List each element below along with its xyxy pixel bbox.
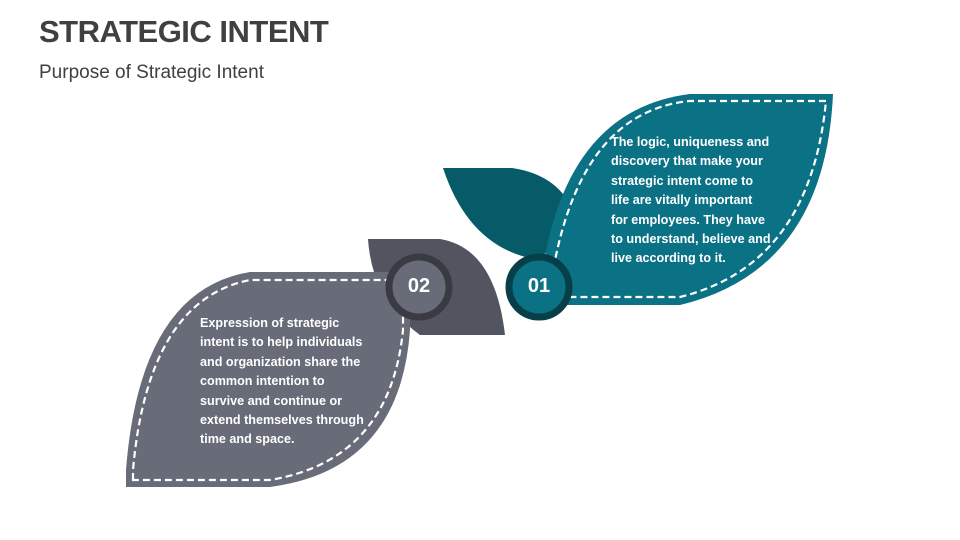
- page-subtitle: Purpose of Strategic Intent: [39, 62, 264, 83]
- leaf-01: [540, 94, 833, 305]
- leaf-02: [126, 272, 410, 487]
- badge-01-number: 01: [527, 275, 551, 297]
- badge-02-number: 02: [407, 275, 431, 297]
- badge-01-ring: [505, 253, 573, 321]
- leaf-01-accent: [443, 168, 575, 260]
- leaf-01-text: The logic, uniqueness and discovery that…: [611, 135, 771, 266]
- page-title: STRATEGIC INTENT: [39, 14, 329, 49]
- badge-02-ring: [385, 253, 453, 321]
- leaf-02-text: Expression of strategic intent is to hel…: [200, 316, 364, 447]
